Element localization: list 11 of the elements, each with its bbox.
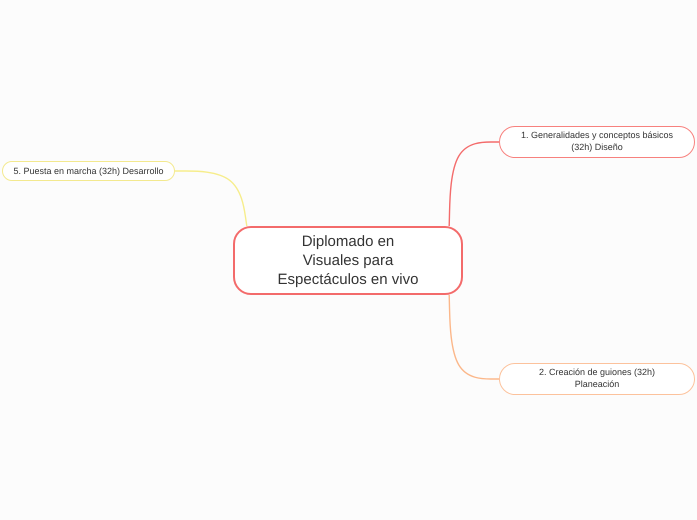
topic-text: 1. Generalidades y conceptos básicos (32h) Diseño: [520, 130, 674, 154]
branch-line: [175, 170, 248, 226]
central-topic-box: [233, 226, 463, 295]
central-topic-text: Diplomado en Visuales para Espectáculos en vivo: [276, 232, 420, 290]
topic-box: [499, 126, 695, 158]
branch-line: [448, 141, 499, 226]
topic-box: [499, 363, 695, 395]
topic-box: [2, 161, 175, 181]
topic-text: 2. Creación de guiones (32h) Planeación: [538, 367, 656, 391]
topic-text: 5. Puesta en marcha (32h) Desarrollo: [13, 166, 164, 176]
branch-line: [448, 294, 499, 380]
